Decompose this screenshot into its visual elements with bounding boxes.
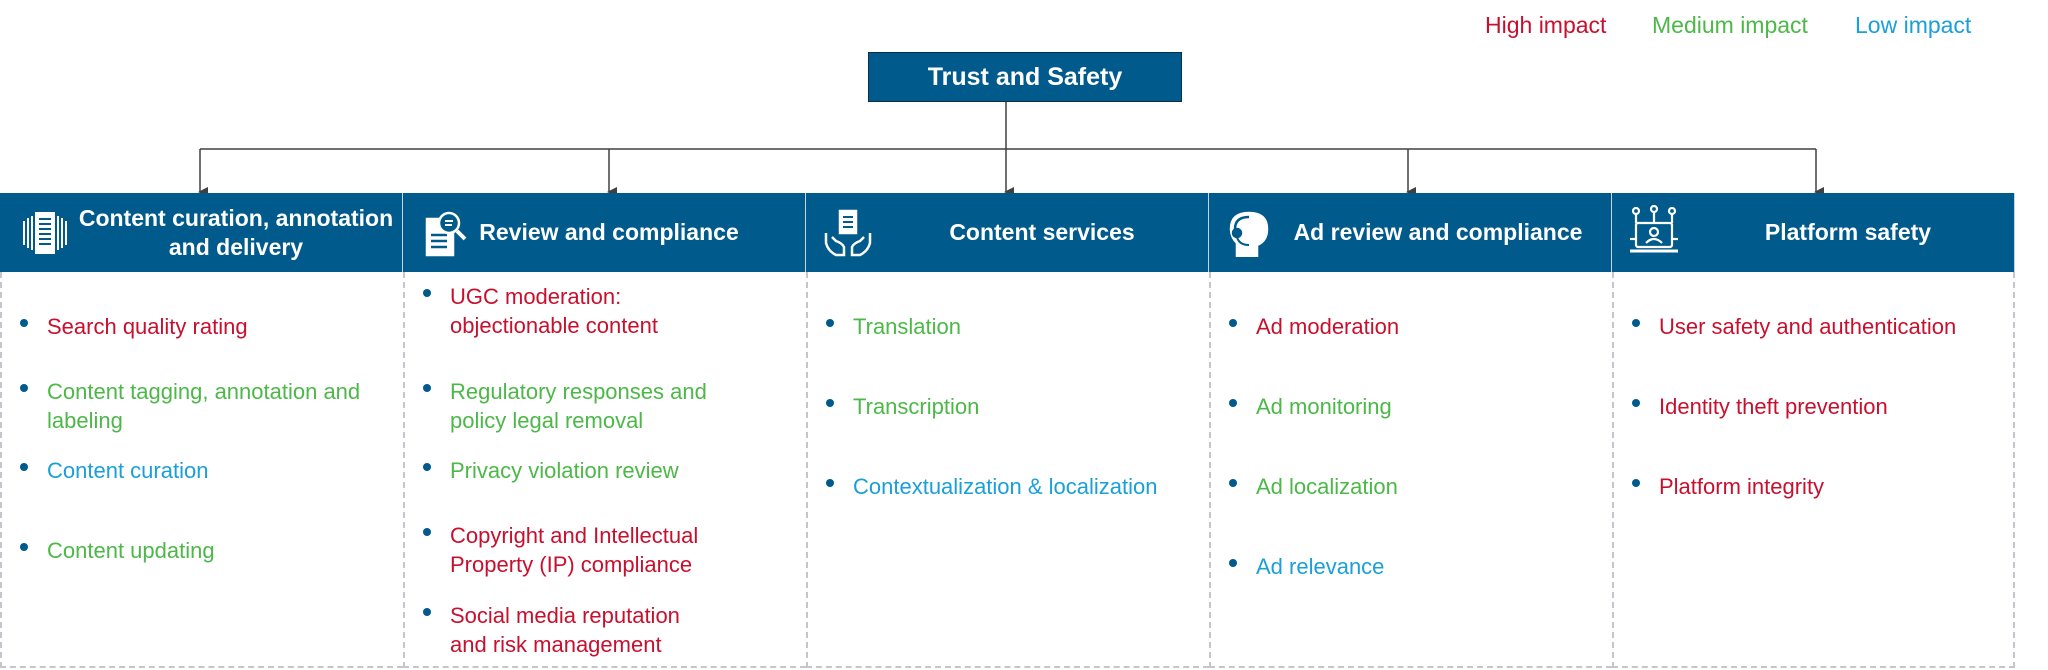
item-label: Social media reputation and risk managem… xyxy=(450,603,680,657)
item-label: UGC moderation: objectionable content xyxy=(450,284,658,338)
column-title: Ad review and compliance xyxy=(1293,219,1583,245)
column-title: Platform safety xyxy=(1764,219,1932,245)
root-node: Trust and Safety xyxy=(868,52,1182,102)
item-label: Ad monitoring xyxy=(1256,394,1392,419)
bullet-icon xyxy=(1632,479,1640,487)
bullet-icon xyxy=(423,384,431,392)
item-label: Translation xyxy=(853,314,962,339)
item-label: Identity theft prevention xyxy=(1659,394,1888,419)
column-platform-safety: Platform safety User safety and authenti… xyxy=(1612,193,2015,668)
item-label: Content curation xyxy=(47,458,209,483)
column-title: Review and compliance xyxy=(479,219,739,245)
column-header: Ad review and compliance xyxy=(1209,193,1612,272)
column-body: Ad moderation Ad monitoring Ad localizat… xyxy=(1209,272,1612,668)
column-content-curation: Content curation, annotation and deliver… xyxy=(0,193,403,668)
legend-low-impact: Low impact xyxy=(1855,12,1972,38)
item-label: Privacy violation review xyxy=(450,458,679,483)
document-magnifier-icon xyxy=(425,211,467,257)
bullet-icon xyxy=(826,319,834,327)
bullet-icon xyxy=(1632,399,1640,407)
item-label: Ad moderation xyxy=(1256,314,1400,339)
bullet-icon xyxy=(826,479,834,487)
document-stack-icon xyxy=(23,212,67,254)
column-title: Content curation, annotation and deliver… xyxy=(78,204,394,260)
bullet-icon xyxy=(423,289,431,297)
root-node-label: Trust and Safety xyxy=(927,62,1123,91)
column-body: User safety and authentication Identity … xyxy=(1612,272,2015,668)
column-header: Content curation, annotation and deliver… xyxy=(0,193,403,272)
item-label: Search quality rating xyxy=(47,314,248,339)
bullet-icon xyxy=(1229,479,1237,487)
hands-document-icon xyxy=(824,209,872,257)
service-columns: Content curation, annotation and deliver… xyxy=(0,193,2015,670)
item-label: Copyright and Intellectual Property (IP)… xyxy=(450,523,699,577)
bullet-icon xyxy=(1229,399,1237,407)
column-ad-review: Ad review and compliance Ad moderation A… xyxy=(1209,193,1612,668)
item-label: User safety and authentication xyxy=(1659,314,1957,339)
bullet-icon xyxy=(423,528,431,536)
legend-medium-impact: Medium impact xyxy=(1652,12,1808,38)
column-header: Platform safety xyxy=(1612,193,2015,272)
bullet-icon xyxy=(20,384,28,392)
secure-user-device-icon xyxy=(1630,205,1678,253)
bullet-icon xyxy=(1632,319,1640,327)
legend-high-impact: High impact xyxy=(1485,12,1607,38)
bullet-icon xyxy=(20,319,28,327)
column-header: Review and compliance xyxy=(403,193,806,272)
column-body: Search quality rating Content tagging, a… xyxy=(0,272,403,668)
column-content-services: Content services Translation Transcripti… xyxy=(806,193,1209,668)
column-body: UGC moderation: objectionable content Re… xyxy=(403,272,806,668)
item-label: Platform integrity xyxy=(1659,474,1825,499)
item-label: Contextualization & localization xyxy=(853,474,1158,499)
column-body: Translation Transcription Contextualizat… xyxy=(806,272,1209,668)
item-label: Ad relevance xyxy=(1256,554,1385,579)
item-label: Regulatory responses and policy legal re… xyxy=(450,379,707,433)
item-label: Content tagging, annotation and labeling xyxy=(47,379,361,433)
column-title: Content services xyxy=(949,219,1135,245)
bullet-icon xyxy=(1229,319,1237,327)
bullet-icon xyxy=(1229,559,1237,567)
column-review-compliance: Review and compliance UGC moderation: ob… xyxy=(403,193,806,668)
bullet-icon xyxy=(20,463,28,471)
item-label: Transcription xyxy=(853,394,980,419)
bullet-icon xyxy=(423,608,431,616)
item-label: Ad localization xyxy=(1256,474,1398,499)
bullet-icon xyxy=(423,463,431,471)
item-label: Content updating xyxy=(47,538,215,563)
bullet-icon xyxy=(826,399,834,407)
bullet-icon xyxy=(20,543,28,551)
headset-agent-icon xyxy=(1229,211,1269,257)
column-header: Content services xyxy=(806,193,1209,272)
